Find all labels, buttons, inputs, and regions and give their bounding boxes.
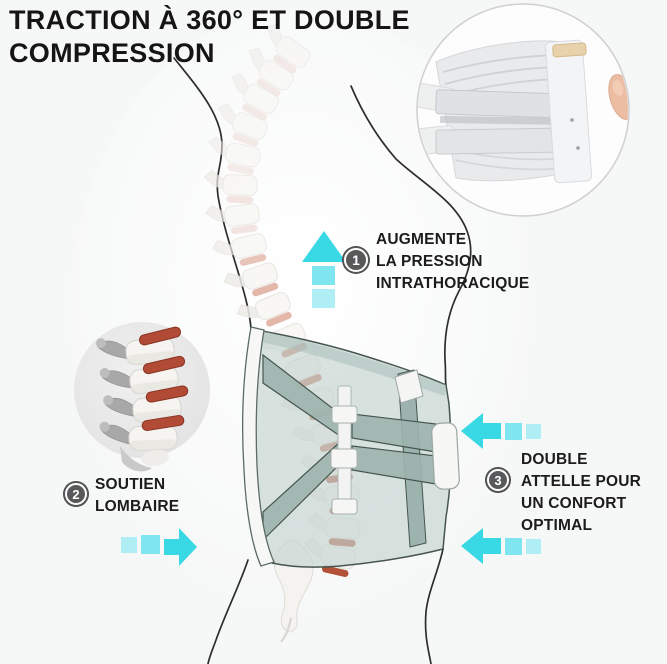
hand-thumb bbox=[608, 74, 628, 120]
left-arrow-top-icon bbox=[461, 413, 541, 449]
right-arrow-icon bbox=[121, 528, 197, 566]
page-title: TRACTION À 360° ET DOUBLE COMPRESSION bbox=[9, 5, 410, 68]
vertebrae-inset bbox=[74, 322, 210, 472]
vertebrae-closeup bbox=[95, 326, 189, 451]
annotation-1-number: 1 bbox=[344, 248, 368, 272]
annotation-3-number: 3 bbox=[487, 469, 509, 491]
up-arrow-icon bbox=[302, 231, 346, 308]
left-arrow-bottom-icon bbox=[461, 528, 541, 564]
brace-back-stay bbox=[242, 326, 275, 567]
annotation-1-label: AUGMENTE LA PRESSION INTRATHORACIQUE bbox=[376, 231, 530, 292]
brace-right-tab bbox=[431, 422, 460, 490]
inset-circle-border bbox=[416, 3, 630, 217]
product-photo-inset bbox=[416, 3, 630, 217]
annotation-2-number: 2 bbox=[65, 483, 87, 505]
annotation-2-badge: 2 bbox=[64, 482, 88, 506]
brace-top-strap bbox=[394, 369, 424, 404]
brace-photo bbox=[418, 5, 628, 215]
annotation-3-badge: 3 bbox=[486, 468, 510, 492]
annotation-2-label: SOUTIEN LOMBAIRE bbox=[95, 476, 180, 515]
annotation-1-badge: 1 bbox=[343, 247, 369, 273]
lumbar-brace bbox=[242, 326, 460, 568]
annotation-3-label: DOUBLE ATTELLE POUR UN CONFORT OPTIMAL bbox=[521, 451, 642, 534]
